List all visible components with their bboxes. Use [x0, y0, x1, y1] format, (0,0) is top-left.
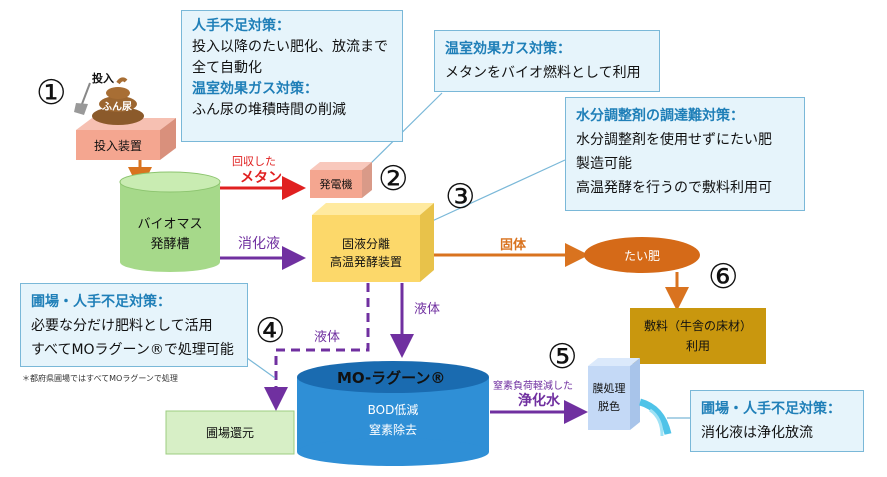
- flow-purified: 浄化水: [518, 393, 560, 409]
- callout-field-labor: 圃場・人手不足対策： 必要な分だけ肥料として活用 すべてMOラグーン®で処理可能: [20, 283, 248, 367]
- flow-liquid-a: 液体: [414, 302, 441, 317]
- flow-recovered: 回収した: [232, 155, 276, 168]
- callout3-line3: 高温発酵を行うので敷料利用可: [576, 180, 772, 196]
- callout5-title: 圃場・人手不足対策：: [701, 401, 841, 417]
- callout-moisture: 水分調整剤の調達難対策： 水分調整剤を使用せずにたい肥 製造可能 高温発酵を行う…: [565, 97, 805, 211]
- step-number-2: ②: [378, 159, 409, 199]
- generator-label: 発電機: [319, 178, 353, 191]
- callout1-line2: 全て自動化: [192, 60, 262, 76]
- callout-labor-ghg: 人手不足対策： 投入以降のたい肥化、放流まで 全て自動化 温室効果ガス対策： ふ…: [181, 10, 403, 142]
- callout3-title: 水分調整剤の調達難対策：: [576, 108, 744, 124]
- bedding-label: 敷料（牛舎の床材） 利用: [643, 319, 752, 353]
- callout3-line2: 製造可能: [576, 156, 632, 172]
- callout3-line1: 水分調整剤を使用せずにたい肥: [576, 132, 772, 148]
- field-label: 圃場還元: [205, 426, 254, 440]
- footnote: ＊都府県圃場ではすべてMOラグーンで処理: [22, 374, 178, 383]
- callout1-line1: 投入以降のたい肥化、放流まで: [192, 39, 388, 55]
- flow-nitrogen-reduced: 窒素負荷軽減した: [493, 381, 573, 392]
- input-device-label: 投入装置: [93, 138, 142, 153]
- bedding-box: [630, 308, 766, 364]
- callout4-line1: 必要な分だけ肥料として活用: [31, 318, 213, 334]
- callout-discharge: 圃場・人手不足対策： 消化液は浄化放流: [690, 390, 864, 452]
- membrane-box: [588, 366, 630, 430]
- poop-label: ふん尿: [102, 102, 132, 113]
- callout5-line1: 消化液は浄化放流: [701, 425, 813, 441]
- step-number-6: ⑥: [708, 257, 739, 297]
- callout1-title1: 人手不足対策：: [192, 18, 290, 34]
- membrane-label: 膜処理 脱色: [592, 382, 626, 413]
- lagoon-title: MO-ラグーン®: [337, 369, 446, 387]
- flow-solid: 固体: [500, 238, 527, 253]
- callout2-line1: メタンをバイオ燃料として利用: [445, 65, 641, 81]
- lagoon-label: BOD低減 窒素除去: [367, 403, 419, 437]
- callout1-line3: ふん尿の堆積時間の削減: [192, 102, 346, 118]
- compost-ellipse: [584, 237, 700, 273]
- input-device-box: [76, 130, 160, 160]
- separator-label: 固液分離 高温発酵装置: [329, 237, 402, 269]
- flow-methane: メタン: [240, 170, 282, 186]
- input-label: 投入: [92, 72, 114, 85]
- separator-box: [312, 215, 420, 282]
- biomass-tank-label: バイオマス 発酵槽: [137, 217, 203, 252]
- arrow-liquid-to-field: [264, 283, 370, 411]
- step-number-3: ③: [445, 177, 476, 217]
- callout4-title: 圃場・人手不足対策：: [31, 294, 171, 310]
- flow-digestate: 消化液: [238, 236, 280, 252]
- flow-liquid-b: 液体: [314, 330, 341, 345]
- callout1-title2: 温室効果ガス対策：: [192, 81, 318, 97]
- callout-ghg-methane: 温室効果ガス対策： メタンをバイオ燃料として利用: [434, 30, 660, 92]
- step-number-4: ④: [255, 311, 286, 351]
- generator-box: [310, 170, 362, 198]
- step-number-1: ①: [36, 73, 67, 113]
- callout2-title: 温室効果ガス対策：: [445, 41, 571, 57]
- compost-label: たい肥: [623, 248, 660, 263]
- field-box: [165, 410, 295, 455]
- callout4-line2: すべてMOラグーン®で処理可能: [31, 342, 234, 358]
- step-number-5: ⑤: [547, 337, 578, 377]
